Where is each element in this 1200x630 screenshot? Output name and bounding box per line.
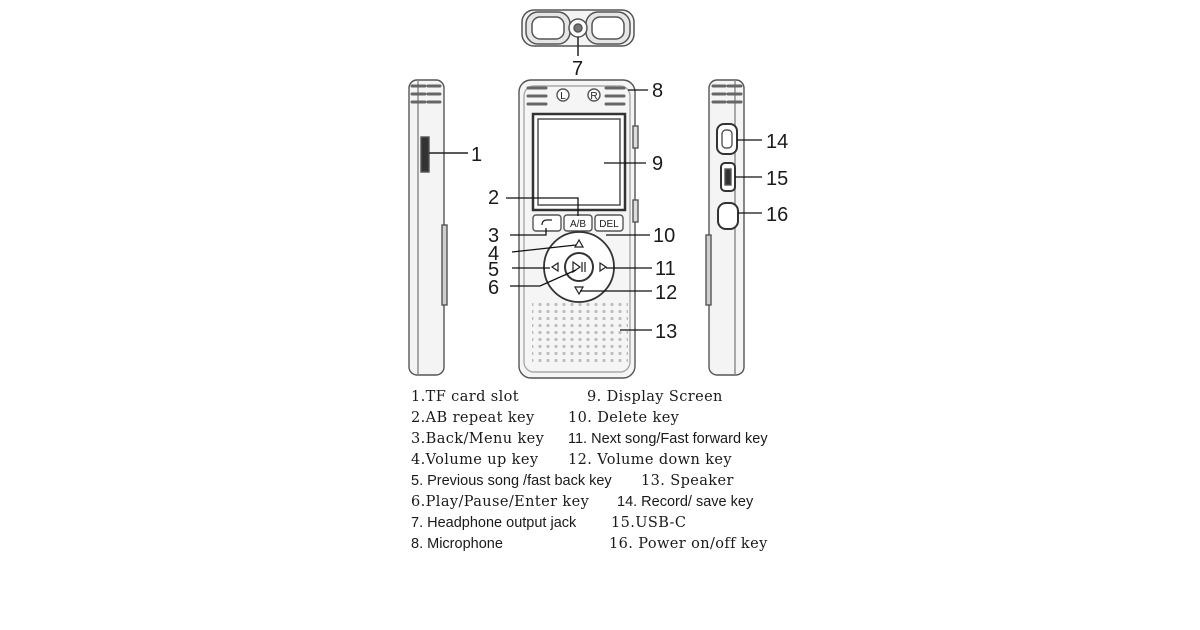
legend-item: 9. Display Screen [587,389,723,405]
legend-item: 10. Delete key [568,410,680,426]
legend-item: 8. Microphone [411,536,503,552]
legend-item: 15.USB-C [611,515,687,531]
top-view [521,9,635,56]
callout-3: 3 [488,225,499,247]
legend-item: 16. Power on/off key [609,536,768,552]
callout-16: 16 [766,204,788,226]
front-view: A/B DEL [518,79,639,379]
callout-5: 5 [488,259,499,281]
callout-12: 12 [655,282,677,304]
legend-item: 1.TF card slot [411,389,519,405]
left-side-view [408,79,468,376]
right-side-view [705,79,745,376]
callout-7: 7 [572,58,583,80]
callout-2: 2 [488,187,499,209]
callout-9: 9 [652,153,663,175]
callout-6: 6 [488,277,499,299]
ab-key-label: A/B [570,219,586,230]
callout-1: 1 [471,144,482,166]
legend-item: 2.AB repeat key [411,410,535,426]
legend-item: 5. Previous song /fast back key [411,473,612,489]
callout-14: 14 [766,131,788,153]
legend-item: 7. Headphone output jack [411,515,577,531]
del-key-label: DEL [599,219,619,230]
legend-item: 13. Speaker [641,473,734,489]
leader-lines [506,89,762,331]
legend-item: 3.Back/Menu key [411,431,545,447]
mic-right-label: R [590,91,597,102]
mic-left-label: L [560,91,566,102]
legend-item: 11. Next song/Fast forward key [568,431,768,447]
parts-legend: 1.TF card slot 9. Display Screen 2.AB re… [411,389,851,559]
callout-11: 11 [655,258,676,280]
callout-4: 4 [488,243,499,265]
callout-13: 13 [655,321,677,343]
callout-numbers: 1 2 3 4 5 6 7 8 9 10 11 12 13 14 15 16 [471,58,788,343]
callout-15: 15 [766,168,788,190]
legend-item: 6.Play/Pause/Enter key [411,494,590,510]
legend-item: 4.Volume up key [411,452,539,468]
callout-10: 10 [653,225,675,247]
legend-item: 14. Record/ save key [617,494,754,510]
legend-item: 12. Volume down key [568,452,732,468]
callout-8: 8 [652,80,663,102]
